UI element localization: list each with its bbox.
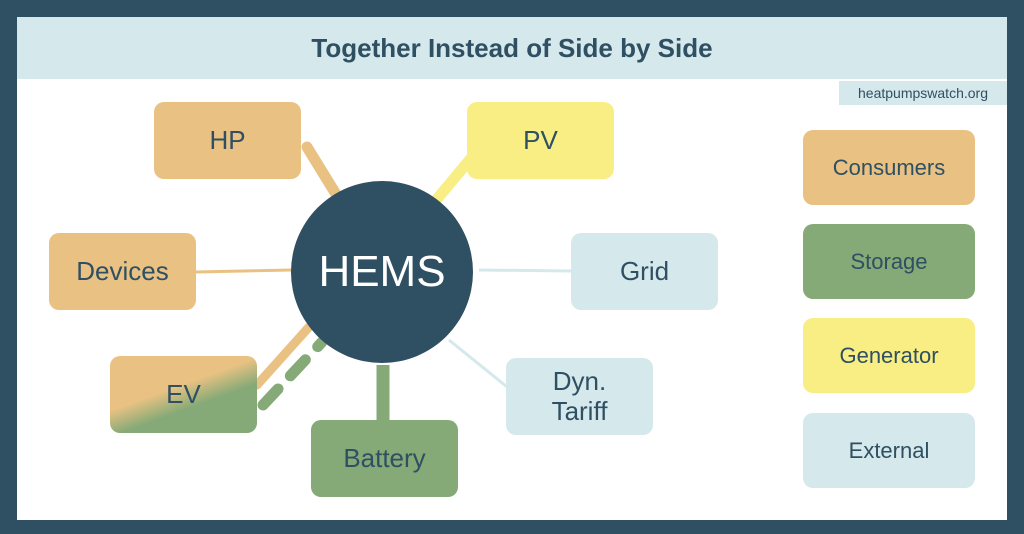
node-ev: EV [110, 356, 257, 433]
connection-lines [194, 141, 573, 422]
source-credit: heatpumpswatch.org [839, 81, 1007, 105]
legend-consumers-label: Consumers [832, 154, 946, 180]
legend-external-label: External [848, 437, 930, 463]
node-devices-label: Devices [76, 255, 169, 286]
node-grid: Grid [571, 233, 718, 310]
diagram-canvas: Together Instead of Side by Side heatpum… [17, 17, 1007, 520]
title-banner: Together Instead of Side by Side [17, 17, 1007, 79]
legend-consumers: Consumers [803, 130, 975, 205]
node-pv-label: PV [523, 124, 558, 155]
node-grid-label: Grid [619, 255, 670, 286]
node-tariff-line2: Tariff [551, 395, 608, 426]
legend-generator-label: Generator [839, 342, 939, 368]
legend-generator: Generator [803, 318, 975, 393]
node-devices: Devices [49, 233, 196, 310]
node-hp: HP [154, 102, 301, 179]
link-grid [478, 268, 573, 273]
diagram-title: Together Instead of Side by Side [311, 32, 713, 63]
node-dyn-tariff: Dyn. Tariff [506, 358, 653, 435]
link-pv [426, 151, 478, 211]
legend-storage: Storage [803, 224, 975, 299]
node-tariff-line1: Dyn. [552, 365, 607, 396]
link-ev-consumer [252, 322, 314, 390]
hub-hems-label: HEMS [318, 247, 446, 296]
node-ev-label: EV [166, 378, 201, 409]
legend-external: External [803, 413, 975, 488]
node-battery: Battery [311, 420, 458, 497]
node-battery-label: Battery [343, 442, 426, 473]
node-pv: PV [467, 102, 614, 179]
link-ev-storage [257, 336, 328, 411]
hub-hems: HEMS [291, 181, 473, 363]
legend-storage-label: Storage [850, 248, 928, 274]
link-devices [194, 268, 293, 274]
node-hp-label: HP [209, 124, 246, 155]
